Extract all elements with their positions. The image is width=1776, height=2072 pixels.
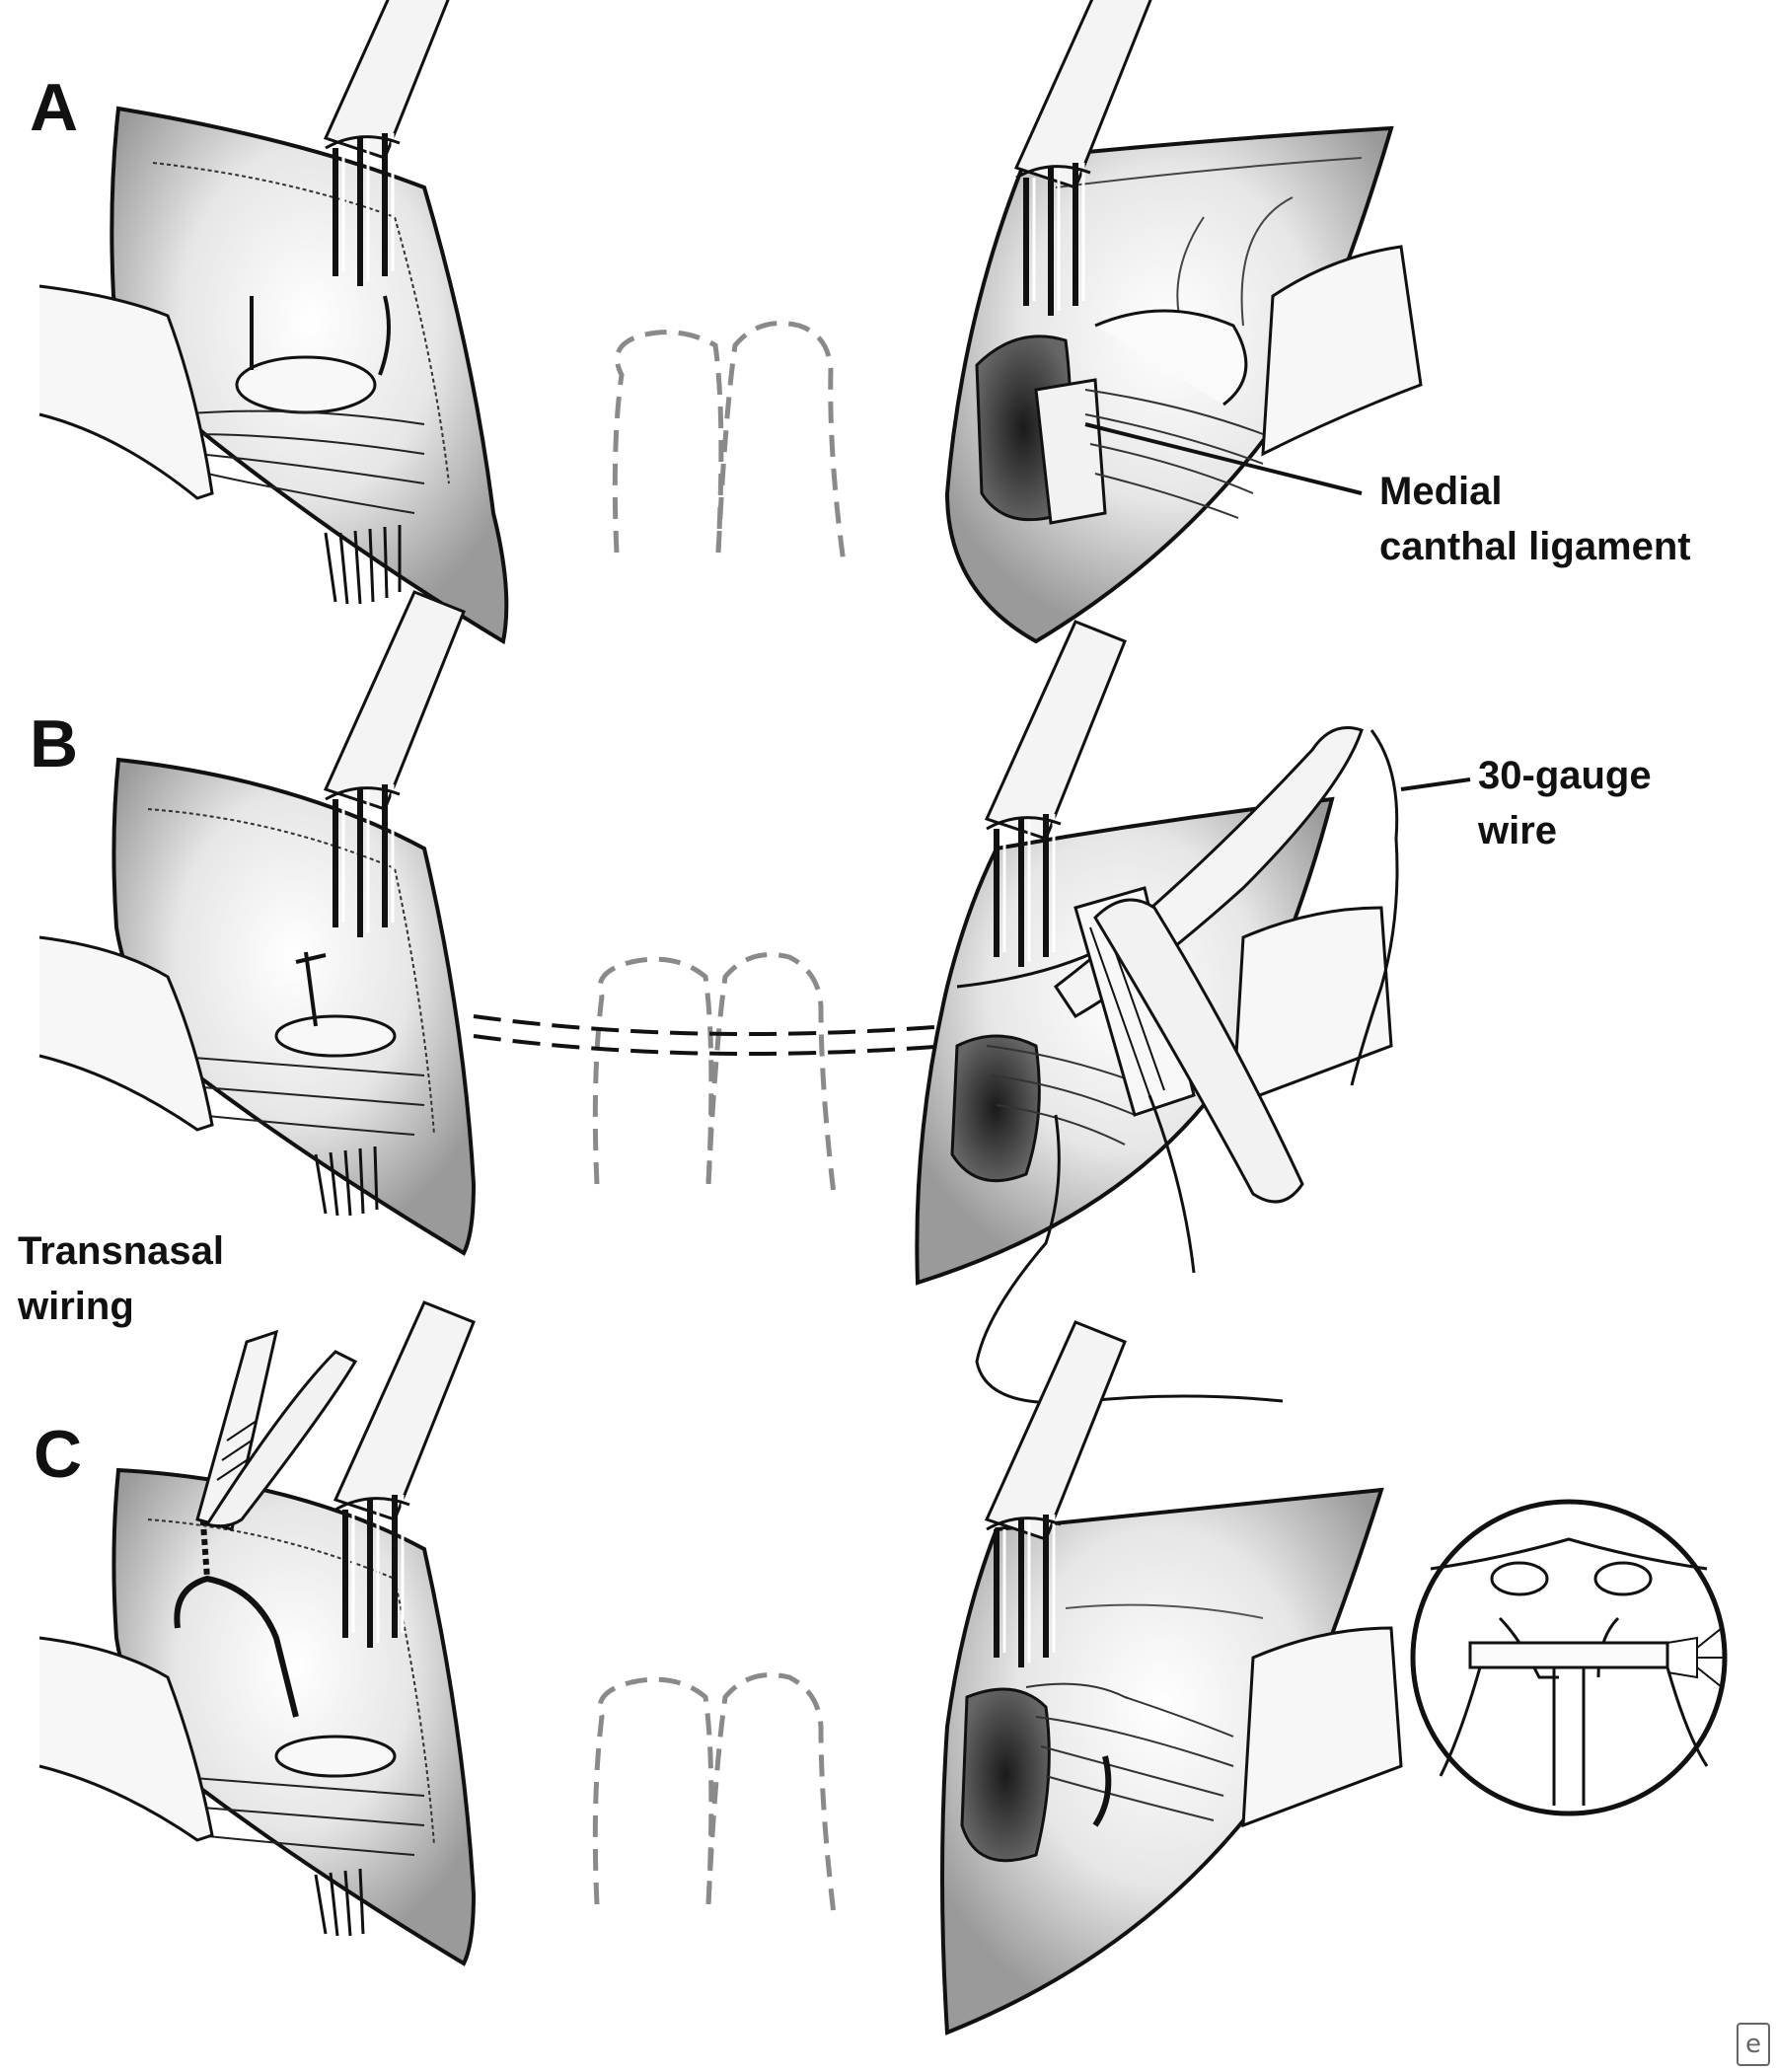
incision-right-c	[940, 1487, 1384, 2035]
wire-passer-instrument	[1053, 726, 1364, 1274]
callout-gauge-wire: 30-gauge wire	[1478, 754, 1652, 852]
panel-label-b: B	[30, 706, 79, 781]
gauge-wire	[975, 729, 1399, 1405]
publisher-logo-icon: e	[1737, 2023, 1770, 2066]
panel-label-c: C	[34, 1417, 83, 1492]
inset-cross-section	[1410, 1499, 1728, 1816]
panel-label-a: A	[30, 70, 79, 145]
callout-transnasal-wiring: Transnasal wiring	[18, 1229, 225, 1328]
callout-medial-canthal-ligament: Medial canthal ligament	[1379, 470, 1691, 568]
nose-outline-a	[612, 321, 847, 563]
wire-twister-instrument	[195, 1329, 358, 1531]
panel-b	[38, 592, 1471, 1405]
nose-outline-b	[592, 952, 837, 1195]
nose-outline-c	[592, 1672, 837, 1915]
panel-a	[38, 0, 1423, 645]
panel-c	[38, 1302, 1728, 2035]
leader-line-medial-canthal	[1084, 422, 1363, 495]
transnasal-wire-path	[473, 1014, 948, 1056]
leader-line-gauge-wire	[1400, 777, 1471, 791]
